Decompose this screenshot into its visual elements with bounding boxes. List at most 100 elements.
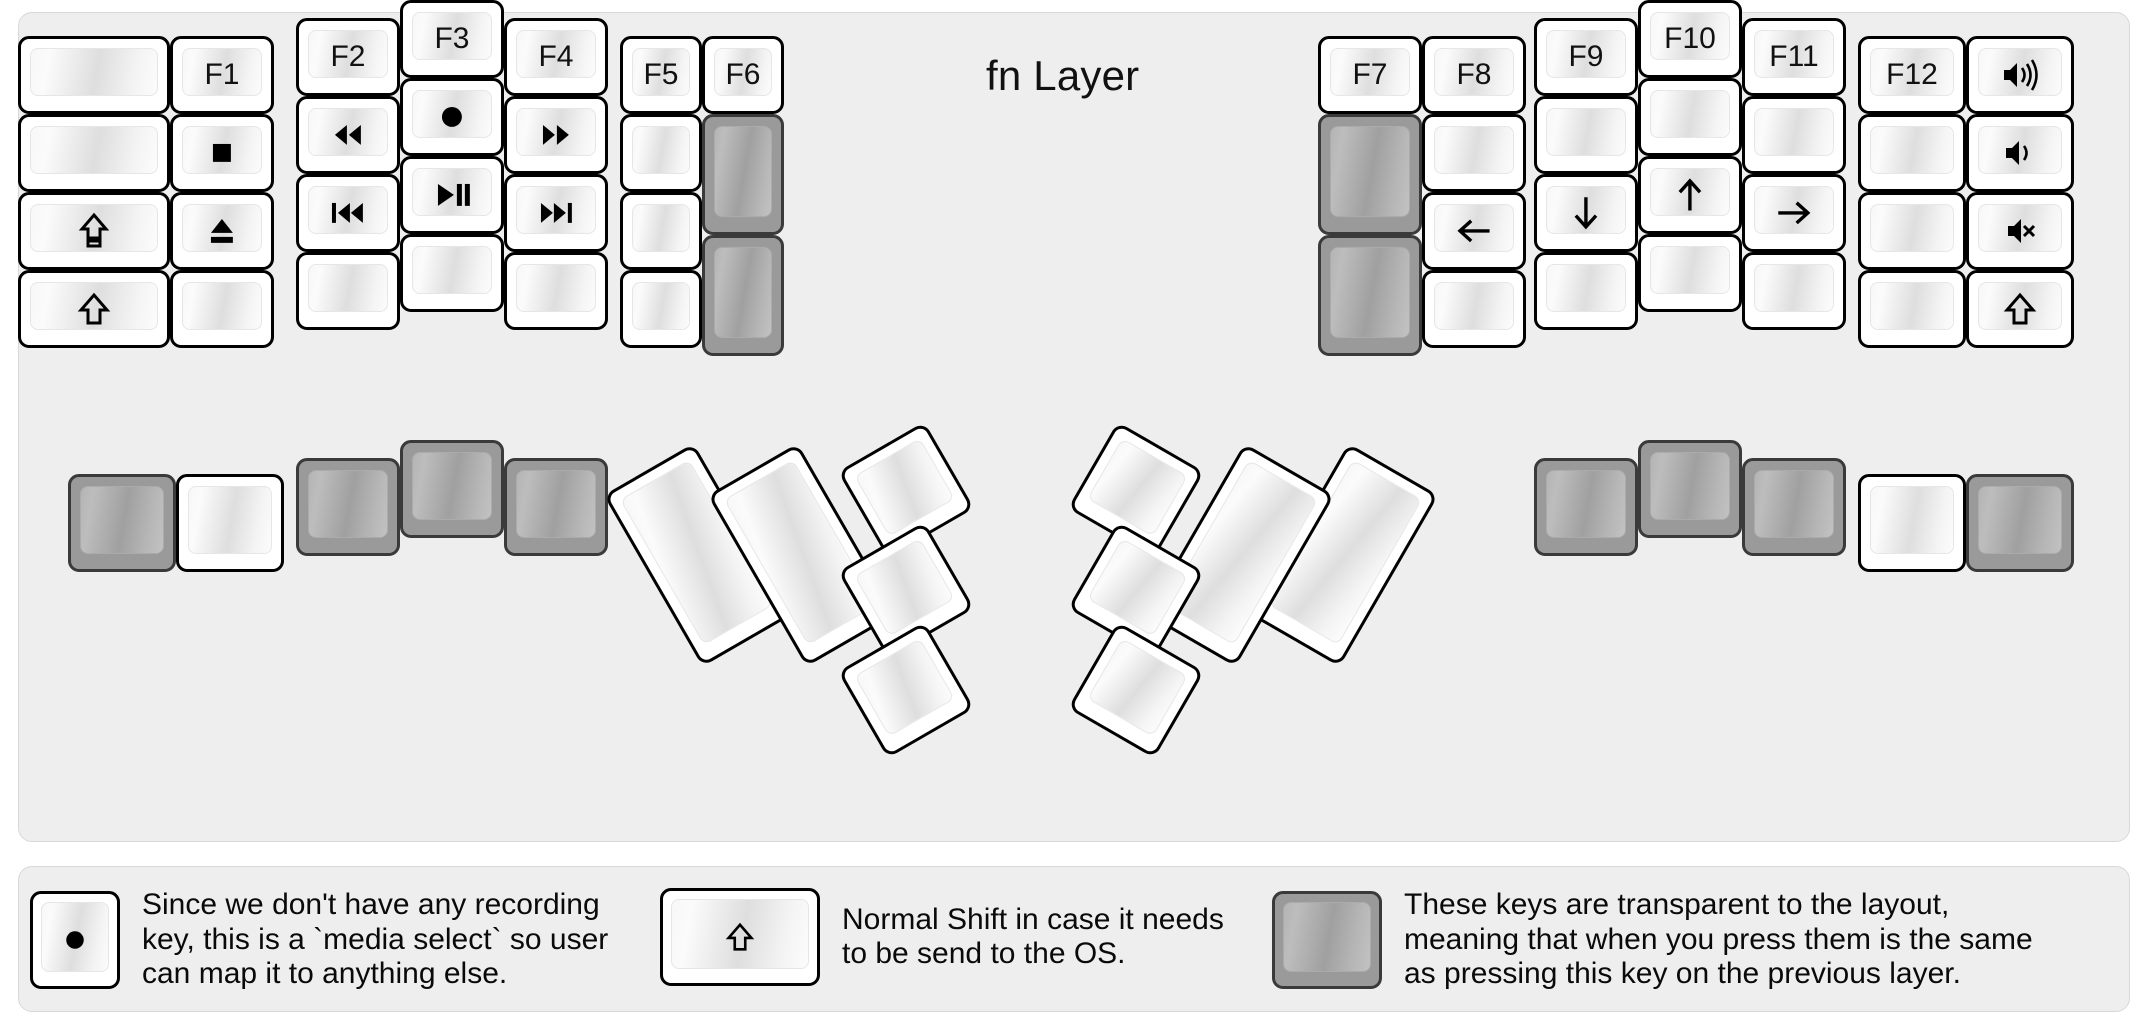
left-bottom-key-2[interactable] [176,474,284,572]
key-cap-surface [1754,108,1834,156]
key-cap-surface [1546,30,1626,78]
right-col-index-key-1[interactable]: F7 [1318,36,1422,114]
key-cap-surface [412,12,492,60]
key-cap-surface [516,470,596,538]
legend-panel [18,866,2130,1012]
right-col-outer-1-key-2[interactable] [1858,114,1966,192]
right-col-middle-key-4[interactable] [1422,270,1526,348]
right-col-pinky-key-3[interactable] [1742,174,1846,252]
left-bottom-key-1[interactable] [68,474,176,572]
right-col-outer-2-key-2[interactable] [1966,114,2074,192]
left-col-index-key-2[interactable] [504,96,608,174]
left-col-index-key-4[interactable] [504,252,608,330]
left-col-pinky-outer-key-1[interactable] [18,36,170,114]
key-cap-surface [1870,282,1954,330]
legend-sample-key-2 [660,888,820,986]
left-col-ring-key-1[interactable]: F2 [296,18,400,96]
right-bottom-key-5[interactable] [1966,474,2074,572]
right-col-middle-key-3[interactable] [1422,192,1526,270]
key-cap-surface [671,899,809,969]
left-col-middle-key-1[interactable]: F3 [400,0,504,78]
key-cap-surface [182,282,262,330]
key-cap-surface [1754,264,1834,312]
key-cap-surface [1978,486,2062,554]
left-col-pinky-key-3[interactable] [170,192,274,270]
right-col-outer-1-key-3[interactable] [1858,192,1966,270]
right-bottom-key-3[interactable] [1742,458,1846,556]
left-col-ring-key-4[interactable] [296,252,400,330]
key-cap-surface [1650,12,1730,60]
left-col-inner-1-key-3[interactable] [620,192,702,270]
key-cap-surface [30,282,158,330]
left-col-inner-1-key-2[interactable] [620,114,702,192]
right-col-pinky-home-key-4[interactable] [1638,234,1742,312]
legend-sample-key-1 [30,890,120,989]
right-col-pinky-home-key-2[interactable] [1638,78,1742,156]
right-bottom-key-1[interactable] [1534,458,1638,556]
key-cap-surface [1330,48,1410,96]
key-cap-surface [412,246,492,294]
right-col-index-key-2[interactable] [1318,114,1422,235]
key-cap-surface [30,204,158,252]
left-col-pinky-outer-key-4[interactable] [18,270,170,348]
right-col-pinky-home-key-3[interactable] [1638,156,1742,234]
key-cap-surface [854,638,955,737]
left-col-inner-1-key-4[interactable] [620,270,702,348]
right-col-middle-key-2[interactable] [1422,114,1526,192]
left-col-middle-key-3[interactable] [400,156,504,234]
left-col-pinky-key-1[interactable]: F1 [170,36,274,114]
key-cap-surface [308,186,388,234]
key-cap-surface [1434,282,1514,330]
right-bottom-key-2[interactable] [1638,440,1742,538]
key-cap-surface [714,247,772,338]
key-cap-surface [1754,470,1834,538]
right-col-outer-1-key-1[interactable]: F12 [1858,36,1966,114]
right-col-ring-key-2[interactable] [1534,96,1638,174]
key-cap-surface [1650,452,1730,520]
left-col-pinky-outer-key-3[interactable] [18,192,170,270]
left-col-ring-key-3[interactable] [296,174,400,252]
left-col-middle-key-2[interactable] [400,78,504,156]
key-cap-surface [1330,247,1410,338]
right-col-outer-2-key-4[interactable] [1966,270,2074,348]
left-col-inner-1-key-1[interactable]: F5 [620,36,702,114]
right-col-outer-2-key-1[interactable] [1966,36,2074,114]
key-cap-surface [412,90,492,138]
right-col-outer-2-key-3[interactable] [1966,192,2074,270]
left-col-ring-key-2[interactable] [296,96,400,174]
left-col-index-key-3[interactable] [504,174,608,252]
right-col-index-key-3[interactable] [1318,235,1422,356]
right-col-pinky-key-4[interactable] [1742,252,1846,330]
left-col-middle-key-4[interactable] [400,234,504,312]
key-cap-surface [308,108,388,156]
right-col-pinky-home-key-1[interactable]: F10 [1638,0,1742,78]
right-col-middle-key-1[interactable]: F8 [1422,36,1526,114]
left-col-pinky-key-2[interactable] [170,114,274,192]
key-cap-surface [412,168,492,216]
left-col-inner-2-key-2[interactable] [702,114,784,235]
right-col-ring-key-4[interactable] [1534,252,1638,330]
right-col-pinky-key-1[interactable]: F11 [1742,18,1846,96]
legend-sample-key-3 [1272,890,1382,989]
left-bottom-key-5[interactable] [504,458,608,556]
left-col-index-key-1[interactable]: F4 [504,18,608,96]
right-bottom-key-4[interactable] [1858,474,1966,572]
left-col-inner-2-key-3[interactable] [702,235,784,356]
key-cap-surface [854,538,955,637]
left-bottom-key-3[interactable] [296,458,400,556]
key-cap-surface [308,264,388,312]
right-col-ring-key-1[interactable]: F9 [1534,18,1638,96]
left-col-inner-2-key-1[interactable]: F6 [702,36,784,114]
right-col-pinky-key-2[interactable] [1742,96,1846,174]
right-col-ring-key-3[interactable] [1534,174,1638,252]
key-cap-surface [516,30,596,78]
left-col-pinky-key-4[interactable] [170,270,274,348]
key-cap-surface [182,126,262,174]
key-cap-surface [1870,48,1954,96]
key-cap-surface [1546,186,1626,234]
right-col-outer-1-key-4[interactable] [1858,270,1966,348]
legend-item-1: Since we don't have any recording key, t… [30,888,608,992]
left-bottom-key-4[interactable] [400,440,504,538]
left-col-pinky-outer-key-2[interactable] [18,114,170,192]
